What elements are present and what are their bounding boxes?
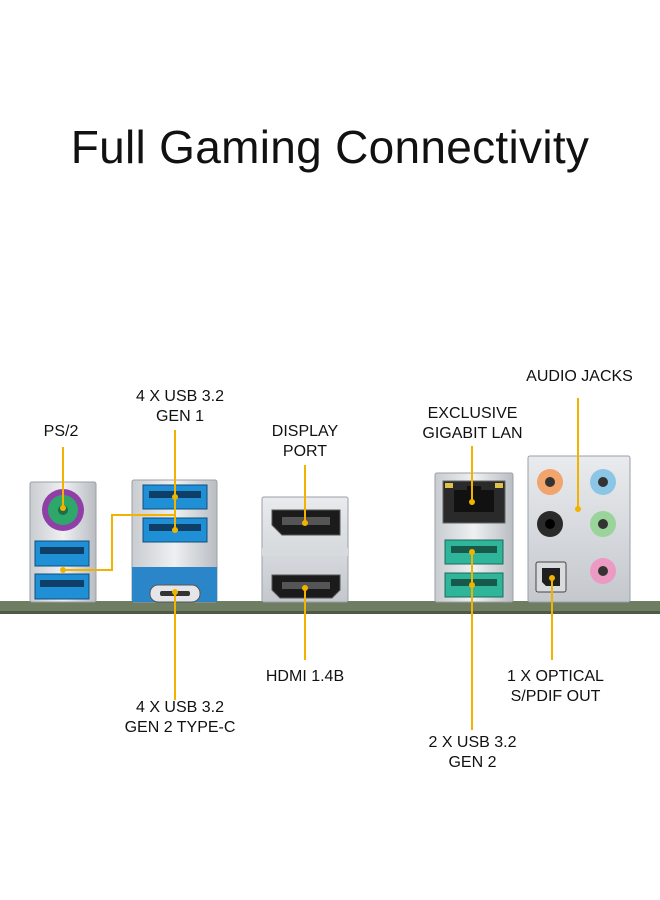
label-usb-gen2-line1: 2 X USB 3.2 (428, 734, 517, 751)
label-usb-gen2-line2: GEN 2 (448, 754, 497, 771)
label-usb-gen1-line1: 4 X USB 3.2 (135, 388, 225, 405)
label-ps2: PS/2 (26, 422, 96, 442)
motherboard-pcb-edge (0, 611, 660, 614)
label-lan-line1: EXCLUSIVE (427, 405, 518, 422)
label-usb-gen1-line2: GEN 1 (155, 408, 204, 425)
label-ps2-text: PS/2 (43, 423, 79, 440)
leader-dots (60, 494, 581, 595)
label-optical: 1 X OPTICAL S/PDIF OUT (488, 667, 623, 707)
label-displayport: DISPLAY PORT (245, 422, 365, 462)
label-hdmi: HDMI 1.4B (245, 667, 365, 687)
label-usb-typec-line1: 4 X USB 3.2 (135, 699, 225, 716)
label-displayport-line1: DISPLAY (271, 423, 339, 440)
label-optical-line1: 1 X OPTICAL (507, 668, 604, 685)
lan-usb-stack (434, 472, 514, 603)
label-lan-line2: GIGABIT LAN (422, 425, 523, 442)
leader-usb-gen1-branch (63, 514, 175, 571)
label-usb-gen2: 2 X USB 3.2 GEN 2 (400, 733, 545, 773)
label-lan: EXCLUSIVE GIGABIT LAN (400, 404, 545, 444)
label-usb-typec: 4 X USB 3.2 GEN 2 TYPE-C (105, 698, 255, 738)
label-optical-line2: S/PDIF OUT (510, 688, 601, 705)
label-displayport-line2: PORT (282, 443, 328, 460)
label-usb-typec-line2: GEN 2 TYPE-C (124, 719, 236, 736)
leader-lines (62, 398, 579, 730)
audio-stack (527, 455, 631, 603)
label-usb-gen1: 4 X USB 3.2 GEN 1 (110, 387, 250, 427)
label-hdmi-text: HDMI 1.4B (265, 668, 345, 685)
label-audio: AUDIO JACKS (512, 367, 647, 387)
motherboard-pcb (0, 601, 660, 611)
label-audio-text: AUDIO JACKS (526, 368, 633, 385)
page-title: Full Gaming Connectivity (70, 121, 590, 173)
ps2-usb-stack (29, 481, 97, 603)
